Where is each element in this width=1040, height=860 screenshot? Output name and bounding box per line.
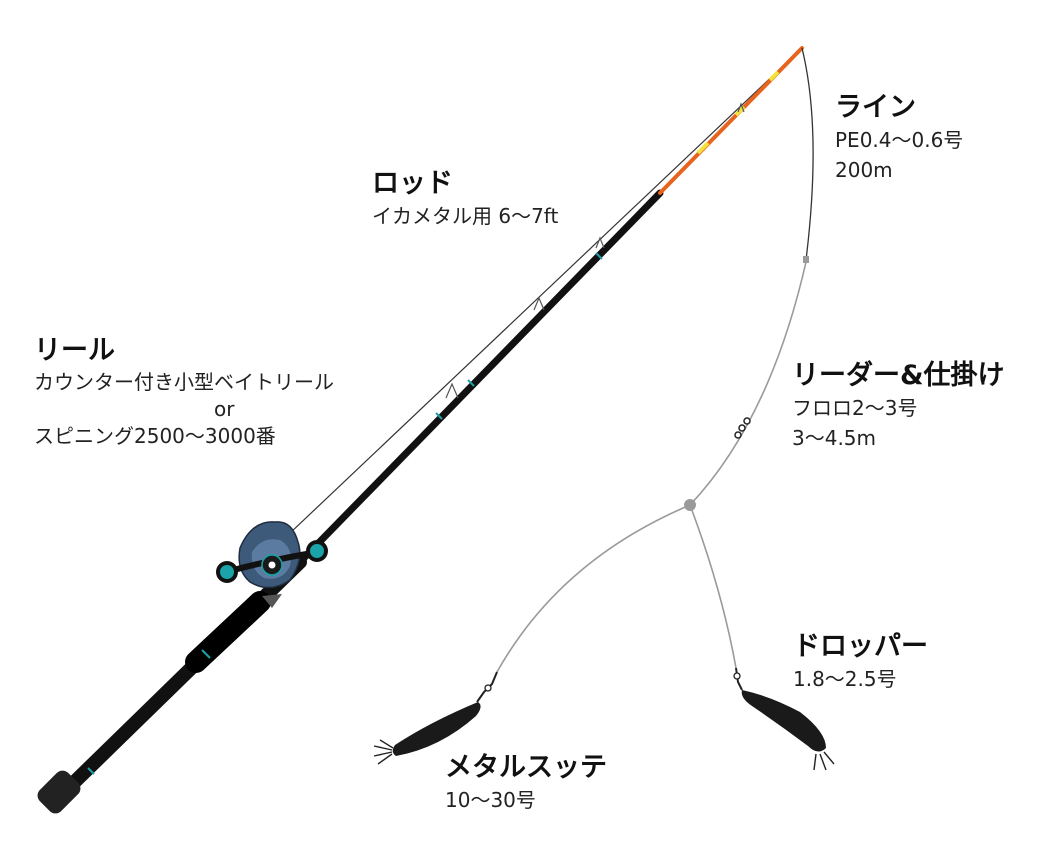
rod-butt-cap bbox=[37, 770, 81, 814]
rod-spec: イカメタル用 6〜7ft bbox=[372, 204, 559, 229]
dropper-snap-ring bbox=[733, 672, 741, 680]
dropper-jig-icon bbox=[733, 667, 835, 771]
pe-line-main bbox=[801, 47, 814, 261]
pe-line-along-rod bbox=[269, 49, 801, 553]
swivel-ring-1 bbox=[743, 417, 751, 425]
swivel-icon bbox=[734, 417, 751, 439]
swivel-ring-2 bbox=[738, 424, 746, 432]
baitcasting-reel-icon bbox=[216, 521, 328, 608]
metal-sutte-label: メタルスッテ 10〜30号 bbox=[445, 752, 607, 812]
rod-wrap-2 bbox=[201, 649, 211, 659]
sutte-hooks bbox=[373, 739, 394, 765]
line-knot bbox=[803, 256, 809, 263]
dropper-body bbox=[741, 690, 826, 752]
rod-tip bbox=[658, 46, 804, 195]
rod-tip-marker-3 bbox=[768, 70, 780, 82]
leader-spec: フロロ2〜3号 bbox=[792, 396, 918, 421]
rod-guide-4 bbox=[737, 102, 745, 113]
line-title: ライン bbox=[835, 92, 916, 123]
rod-guide-3 bbox=[595, 236, 605, 249]
rod-grip bbox=[185, 591, 271, 673]
reel-hub bbox=[268, 561, 276, 569]
dropper-hooks bbox=[813, 751, 835, 771]
rod-title: ロッド bbox=[372, 168, 453, 199]
reel-title: リール bbox=[34, 335, 115, 366]
metal-sutte-title: メタルスッテ bbox=[445, 752, 607, 783]
line-spec: PE0.4〜0.6号 bbox=[835, 128, 964, 153]
leader-title: リーダー&仕掛け bbox=[792, 360, 1005, 391]
reel-or: or bbox=[214, 397, 235, 422]
dropper-label: ドロッパー 1.8〜2.5号 bbox=[793, 631, 928, 691]
reel-label: リール カウンター付き小型ベイトリール or スピニング2500〜3000番 bbox=[34, 335, 334, 448]
reel-option-1: カウンター付き小型ベイトリール bbox=[34, 370, 334, 395]
rod-wrap-5 bbox=[595, 252, 603, 260]
dropper-title: ドロッパー bbox=[793, 631, 928, 662]
rod-guide-1 bbox=[445, 382, 459, 399]
reel-knob-left-center bbox=[220, 565, 234, 579]
sutte-body bbox=[392, 702, 481, 756]
leader-branch-sutte bbox=[496, 504, 691, 673]
rod-wrap-3 bbox=[435, 412, 443, 420]
leader-label: リーダー&仕掛け フロロ2〜3号 3〜4.5m bbox=[792, 360, 1005, 450]
leader-line bbox=[689, 261, 807, 506]
rod-guide-2 bbox=[533, 296, 545, 311]
dropper-spec: 1.8〜2.5号 bbox=[793, 667, 897, 692]
rod-tip-marker-1 bbox=[696, 141, 710, 155]
rod-wrap-4 bbox=[467, 379, 475, 387]
line-length: 200m bbox=[835, 158, 893, 183]
leader-branch-dropper bbox=[689, 504, 737, 669]
leader-length: 3〜4.5m bbox=[792, 426, 877, 451]
rod-wrap-1 bbox=[87, 767, 95, 775]
swivel-ring-3 bbox=[734, 431, 742, 439]
reel-seat bbox=[262, 594, 282, 608]
reel-option-2: スピニング2500〜3000番 bbox=[34, 424, 276, 449]
rod-blank bbox=[296, 189, 664, 566]
line-label: ライン PE0.4〜0.6号 200m bbox=[835, 92, 963, 182]
reel-knob-right-center bbox=[310, 544, 324, 558]
metal-sutte-spec: 10〜30号 bbox=[445, 788, 536, 813]
rod-label: ロッド イカメタル用 6〜7ft bbox=[372, 168, 558, 228]
sutte-snap-ring bbox=[484, 684, 492, 692]
squid-jig-icon bbox=[373, 671, 498, 765]
